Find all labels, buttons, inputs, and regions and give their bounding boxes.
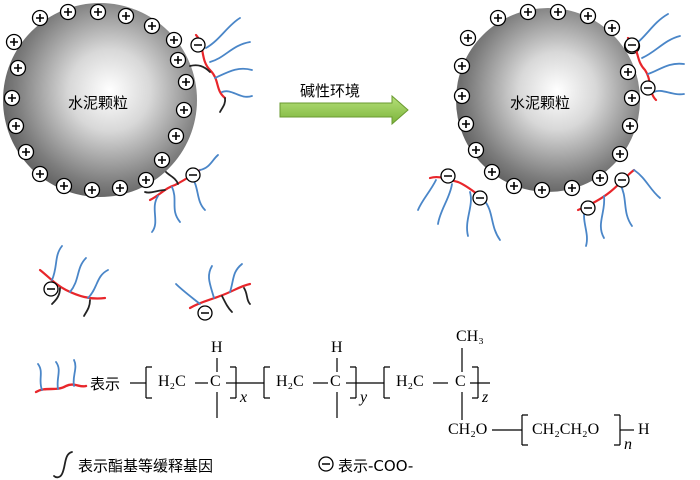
formula-unit3-ch2: H₂C xyxy=(396,373,424,390)
plus-glyph xyxy=(158,156,166,164)
formula-unit1-ch2: H₂C xyxy=(158,373,186,390)
transition-arrow xyxy=(279,94,409,126)
plus-glyph xyxy=(172,132,180,140)
plus-glyph xyxy=(182,78,190,86)
adsorbed-polymer-right-bottom-left xyxy=(417,175,501,241)
plus-glyph xyxy=(148,22,156,30)
plus-glyph xyxy=(608,24,616,32)
plus-glyph xyxy=(458,92,466,100)
formula-unit3-c: C xyxy=(455,373,466,390)
legend-ester-icon xyxy=(53,451,73,479)
anion-right-top-2 xyxy=(640,80,656,96)
cement-particle-left xyxy=(3,3,197,197)
particle-label-left: 水泥颗粒 xyxy=(68,94,129,112)
plus-glyph xyxy=(626,122,634,130)
plus-glyph xyxy=(22,148,30,156)
free-polymer-1 xyxy=(38,245,109,317)
plus-glyph xyxy=(624,68,632,76)
formula-structure xyxy=(130,348,634,446)
plus-glyph xyxy=(568,184,576,192)
plus-glyph xyxy=(524,8,532,16)
plus-glyph xyxy=(60,182,68,190)
plus-glyph xyxy=(488,168,496,176)
plus-glyph xyxy=(14,64,22,72)
anion-free-1 xyxy=(43,281,59,297)
plus-glyph xyxy=(36,170,44,178)
anion-left-bottom xyxy=(185,167,201,183)
anion-right-bottom-left-1 xyxy=(440,168,456,184)
anion-right-bottom-right-1 xyxy=(580,200,596,216)
formula-unit3-ch3: CH₃ xyxy=(456,328,484,345)
adsorbed-polymer-left-top xyxy=(189,17,253,113)
plus-glyph xyxy=(36,14,44,22)
formula-unit3-sub: z xyxy=(482,389,489,406)
formula-side-ch2o: CH₂O xyxy=(448,421,488,438)
formula-unit2-h: H xyxy=(331,339,343,356)
cement-particle-right xyxy=(456,8,640,192)
plus-glyph xyxy=(464,34,472,42)
formula-unit1-sub: x xyxy=(240,389,248,406)
legend-anion-text: 表示-COO- xyxy=(338,457,414,475)
plus-glyph xyxy=(12,122,20,130)
legend-polymer-icon xyxy=(34,359,88,394)
formula-unit1-h: H xyxy=(211,339,223,356)
plus-glyph xyxy=(458,62,466,70)
positive-charges-left xyxy=(3,3,195,199)
anion-right-top-1 xyxy=(624,37,640,53)
plus-glyph xyxy=(10,38,18,46)
plus-glyph xyxy=(122,12,130,20)
formula-unit2-c: C xyxy=(330,373,341,390)
legend-ester-text: 表示酯基等缓释基因 xyxy=(78,457,214,475)
formula-side-end: H xyxy=(638,421,650,438)
plus-glyph xyxy=(174,56,182,64)
plus-glyph xyxy=(554,8,562,16)
plus-glyph xyxy=(628,94,636,102)
free-polymer-2 xyxy=(175,263,252,313)
plus-glyph xyxy=(64,8,72,16)
plus-glyph xyxy=(596,174,604,182)
formula-side-repeat: CH₂CH₂O xyxy=(532,421,600,438)
legend-anion-icon xyxy=(318,456,334,472)
plus-glyph xyxy=(494,14,502,22)
plus-glyph xyxy=(616,150,624,158)
plus-glyph xyxy=(180,106,188,114)
plus-glyph xyxy=(94,8,102,16)
anion-left-top xyxy=(190,37,206,53)
plus-glyph xyxy=(510,182,518,190)
anion-free-2 xyxy=(197,305,213,321)
formula-side-sub: n xyxy=(624,436,632,453)
plus-glyph xyxy=(8,94,16,102)
plus-glyph xyxy=(538,186,546,194)
arrow-label: 碱性环境 xyxy=(300,82,361,100)
formula-unit1-c: C xyxy=(210,373,221,390)
anion-right-bottom-right-2 xyxy=(614,172,630,188)
plus-glyph xyxy=(584,12,592,20)
plus-glyph xyxy=(142,176,150,184)
plus-glyph xyxy=(462,120,470,128)
legend-polymer-prefix: 表示 xyxy=(90,375,121,393)
plus-glyph xyxy=(170,36,178,44)
formula-unit2-ch2: H₂C xyxy=(276,373,304,390)
plus-glyph xyxy=(88,186,96,194)
formula-unit2-sub: y xyxy=(360,389,368,406)
plus-glyph xyxy=(116,184,124,192)
anion-right-bottom-left-2 xyxy=(472,190,488,206)
plus-glyph xyxy=(472,146,480,154)
particle-label-right: 水泥颗粒 xyxy=(510,94,571,112)
